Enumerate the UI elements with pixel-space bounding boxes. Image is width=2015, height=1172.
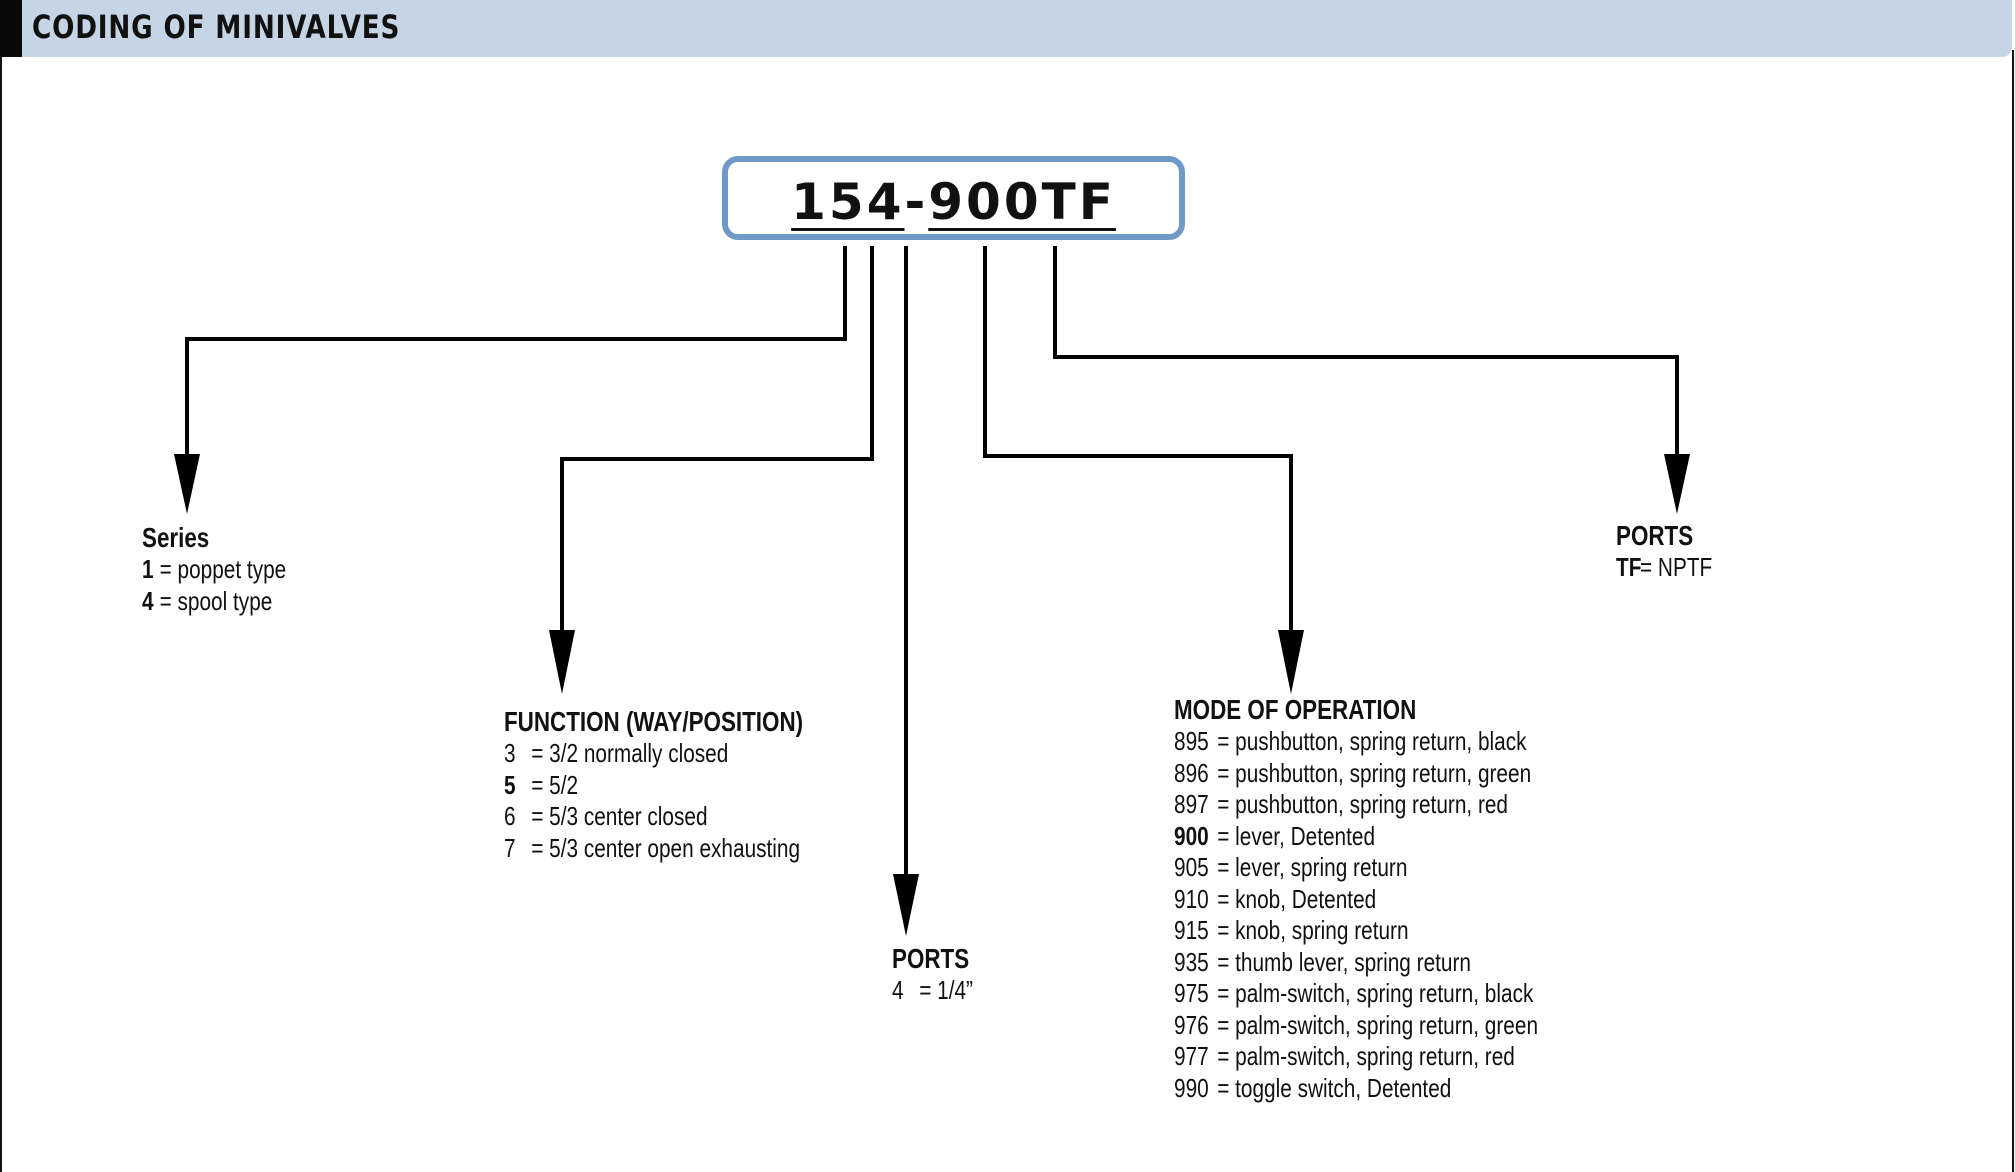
legend-code: 3	[504, 738, 516, 768]
ports-thread-connector	[1053, 246, 1679, 458]
legend-row: 896 = pushbutton, spring return, green	[1174, 758, 1538, 790]
part-number-prefix: 154	[791, 173, 905, 231]
part-number: 154-900TF	[728, 174, 1179, 230]
header-band	[0, 0, 2012, 57]
legend-row: 3 = 3/2 normally closed	[504, 738, 803, 770]
series-connector	[185, 246, 847, 458]
legend-description: = NPTF	[1640, 552, 1713, 582]
legend-row: 977 = palm-switch, spring return, red	[1174, 1041, 1538, 1073]
legend-code: 1	[142, 554, 154, 584]
legend-code: 977	[1174, 1041, 1209, 1071]
legend-code: 5	[504, 769, 516, 800]
legend-description: = knob, spring return	[1217, 915, 1409, 945]
legend-code: 900	[1174, 820, 1209, 851]
legend-row: 7 = 5/3 center open exhausting	[504, 833, 803, 865]
ports-thread-legend: PORTS TF= NPTF	[1616, 520, 1712, 584]
series-arrowhead	[174, 454, 200, 514]
part-number-suffix: 900TF	[928, 173, 1116, 231]
legend-description: = poppet type	[159, 554, 287, 584]
legend-row: 897 = pushbutton, spring return, red	[1174, 789, 1538, 821]
legend-code: 975	[1174, 978, 1209, 1008]
legend-row: 6 = 5/3 center closed	[504, 801, 803, 833]
legend-description: = palm-switch, spring return, green	[1217, 1009, 1539, 1040]
legend-code: 935	[1174, 946, 1209, 977]
legend-code: 4	[892, 975, 904, 1005]
part-number-box: 154-900TF	[722, 156, 1185, 240]
legend-description: = 3/2 normally closed	[531, 738, 729, 768]
ports-thread-items: TF= NPTF	[1616, 552, 1712, 584]
part-number-separator: -	[904, 173, 929, 231]
function-heading: FUNCTION (WAY/POSITION)	[504, 706, 804, 737]
legend-row: TF= NPTF	[1616, 552, 1712, 584]
legend-code: 905	[1174, 852, 1209, 882]
legend-code: 896	[1174, 757, 1209, 788]
mode-arrowhead	[1278, 630, 1304, 694]
legend-row: 900 = lever, Detented	[1174, 821, 1538, 853]
legend-row: 5 = 5/2	[504, 770, 803, 802]
legend-description: = lever, Detented	[1217, 820, 1376, 851]
legend-description: = palm-switch, spring return, red	[1217, 1041, 1515, 1071]
ports-thread-heading: PORTS	[1616, 520, 1694, 551]
legend-row: 905 = lever, spring return	[1174, 852, 1538, 884]
legend-code: 6	[504, 801, 516, 831]
legend-row: 1= poppet type	[142, 554, 286, 586]
mode-connector	[983, 246, 1293, 634]
left-border-line	[0, 57, 2, 1172]
mode-legend: MODE OF OPERATION 895 = pushbutton, sprin…	[1174, 694, 1538, 1104]
legend-description: = pushbutton, spring return, green	[1217, 757, 1532, 788]
function-items: 3 = 3/2 normally closed 5 = 5/2 6 = 5/3 cente…	[504, 738, 803, 864]
legend-row: 895 = pushbutton, spring return, black	[1174, 726, 1538, 758]
ports-size-legend: PORTS 4 = 1/4”	[892, 943, 973, 1007]
legend-description: = palm-switch, spring return, black	[1217, 978, 1534, 1008]
mode-heading: MODE OF OPERATION	[1174, 694, 1417, 725]
series-heading: Series	[142, 522, 210, 553]
legend-row: 990 = toggle switch, Detented	[1174, 1073, 1538, 1105]
legend-description: = pushbutton, spring return, red	[1217, 789, 1509, 819]
legend-row: 4 = 1/4”	[892, 975, 973, 1007]
legend-code: TF	[1616, 552, 1642, 582]
legend-code: 4	[142, 585, 154, 616]
legend-description: = 5/2	[531, 769, 579, 800]
legend-code: 976	[1174, 1009, 1209, 1040]
legend-row: 910 = knob, Detented	[1174, 884, 1538, 916]
legend-description: = 1/4”	[919, 975, 973, 1005]
header-marker	[0, 0, 22, 57]
legend-code: 7	[504, 832, 516, 863]
ports-size-arrowhead	[893, 874, 919, 936]
function-arrowhead	[549, 630, 575, 694]
right-border-line	[2012, 50, 2014, 1172]
legend-description: = 5/3 center closed	[531, 801, 708, 831]
legend-code: 895	[1174, 726, 1209, 756]
legend-code: 915	[1174, 915, 1209, 945]
legend-description: = 5/3 center open exhausting	[531, 832, 801, 863]
legend-code: 990	[1174, 1072, 1209, 1103]
legend-row: 915 = knob, spring return	[1174, 915, 1538, 947]
legend-row: 935 = thumb lever, spring return	[1174, 947, 1538, 979]
legend-description: = knob, Detented	[1217, 883, 1377, 914]
function-legend: FUNCTION (WAY/POSITION) 3 = 3/2 normally …	[504, 706, 803, 864]
legend-description: = spool type	[159, 585, 273, 616]
ports-thread-arrowhead	[1664, 454, 1690, 514]
legend-description: = thumb lever, spring return	[1217, 946, 1471, 977]
page-title: CODING OF MINIVALVES	[32, 8, 401, 46]
ports-size-heading: PORTS	[892, 943, 970, 974]
legend-description: = pushbutton, spring return, black	[1217, 726, 1527, 756]
legend-row: 976 = palm-switch, spring return, green	[1174, 1010, 1538, 1042]
function-connector	[560, 246, 874, 634]
legend-row: 975 = palm-switch, spring return, black	[1174, 978, 1538, 1010]
legend-code: 910	[1174, 883, 1209, 914]
legend-description: = toggle switch, Detented	[1217, 1072, 1452, 1103]
legend-code: 897	[1174, 789, 1209, 819]
legend-description: = lever, spring return	[1217, 852, 1408, 882]
legend-row: 4= spool type	[142, 586, 286, 618]
ports-size-items: 4 = 1/4”	[892, 975, 973, 1007]
